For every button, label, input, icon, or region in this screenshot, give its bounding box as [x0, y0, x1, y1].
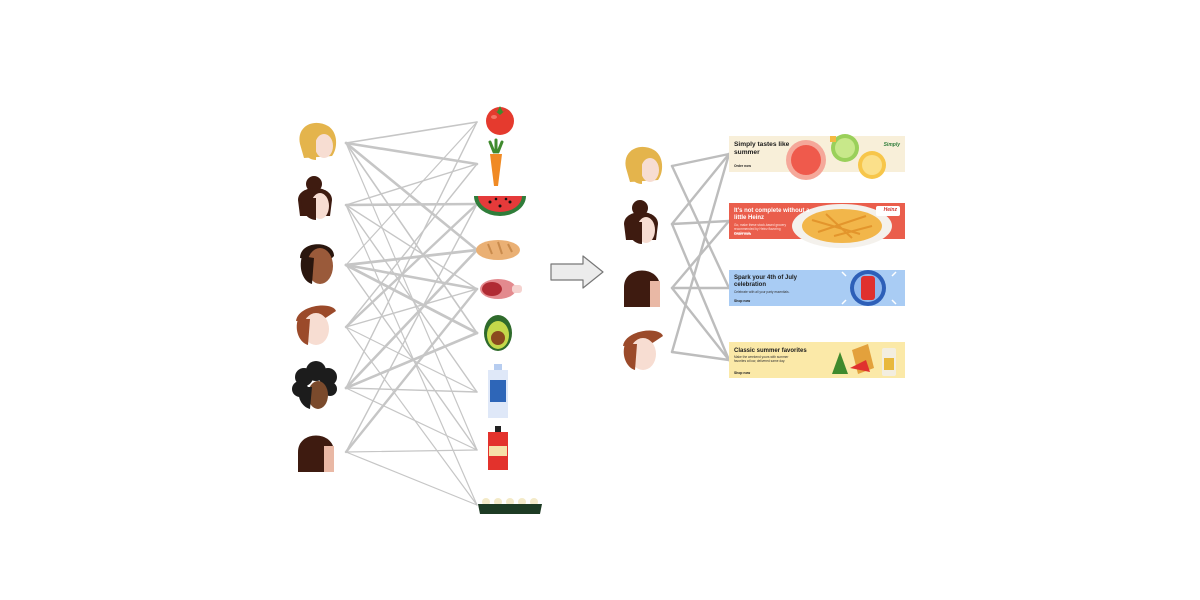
connection-line — [670, 152, 731, 354]
ad-brand-logo: Heinz — [883, 207, 897, 213]
ad-cta-button[interactable]: Order now — [734, 232, 751, 236]
dark-skin-person-icon — [300, 244, 334, 284]
ad-banner-4th-of-july[interactable]: Spark your 4th of July celebration Celeb… — [729, 270, 905, 306]
connection-line — [345, 451, 478, 506]
bun-person-icon — [624, 200, 658, 244]
connection-line — [344, 248, 479, 390]
connection-line — [344, 331, 479, 390]
connection-line — [670, 152, 731, 226]
blonde-person-icon — [625, 146, 663, 184]
connection-line — [345, 142, 478, 334]
connection-line — [670, 219, 731, 226]
connection-line — [670, 164, 731, 290]
milk-bottle-icon — [488, 364, 508, 418]
bun-person-icon — [298, 176, 332, 220]
connection-line — [345, 288, 478, 328]
red-hair-person-icon — [623, 330, 663, 370]
connection-line — [345, 121, 478, 389]
ad-3-artwork — [729, 270, 905, 306]
ad-banner-heinz[interactable]: It's not complete without a little Heinz… — [729, 203, 905, 239]
connection-line — [345, 449, 478, 453]
connection-line — [670, 152, 731, 168]
connection-line — [345, 121, 478, 266]
people-product-connections — [344, 121, 479, 506]
connection-line — [670, 286, 731, 362]
transform-arrow-icon — [550, 255, 604, 289]
connection-line — [345, 203, 478, 453]
connection-line — [344, 141, 479, 252]
connection-line — [344, 248, 479, 267]
connection-line — [670, 222, 731, 362]
carrot-icon — [488, 138, 504, 186]
ad-cta-button[interactable]: Shop now — [734, 299, 751, 303]
connection-line — [345, 121, 478, 144]
ad-banner-simply[interactable]: Simply tastes like summer Order now Simp… — [729, 136, 905, 172]
connection-line — [344, 263, 479, 335]
ham-icon — [480, 279, 522, 299]
ad-subtitle: Make the weekend yours with summer favor… — [734, 355, 789, 363]
ketchup-bottle-icon — [488, 426, 508, 470]
watermelon-icon — [474, 196, 526, 216]
connection-line — [345, 387, 478, 393]
ad-banner-summer-favorites[interactable]: Classic summer favorites Make the weeken… — [729, 342, 905, 378]
egg-carton-icon — [478, 498, 542, 514]
bread-icon — [476, 240, 520, 260]
ad-subtitle: Go, make these stock-based grocery recom… — [734, 223, 787, 235]
ad-brand-logo: Simply — [883, 142, 900, 148]
red-hair-person-icon — [296, 305, 336, 345]
ad-title: Simply tastes like summer — [734, 141, 790, 156]
ad-2-artwork — [729, 203, 905, 248]
connection-line — [670, 350, 731, 362]
connection-line — [345, 163, 478, 328]
blonde-person-icon — [299, 122, 337, 160]
ad-title: Spark your 4th of July celebration — [734, 275, 798, 288]
connection-line — [345, 326, 478, 506]
connection-line — [345, 264, 478, 451]
people-ad-connections — [670, 152, 731, 362]
avocado-icon — [484, 315, 512, 351]
connection-line — [344, 263, 479, 291]
bob-hair-person-icon — [298, 435, 334, 472]
connection-line — [345, 387, 478, 451]
ad-1-artwork — [729, 134, 905, 180]
ad-4-artwork — [729, 342, 905, 378]
connection-line — [344, 141, 479, 166]
bob-hair-person-icon — [624, 270, 660, 307]
ad-subtitle: Celebrate with all your party essentials… — [734, 290, 790, 294]
tomato-icon — [486, 106, 514, 135]
connection-line — [344, 202, 479, 207]
connection-line — [345, 204, 478, 290]
ad-title: Classic summer favorites — [734, 348, 807, 354]
connection-line — [345, 204, 478, 506]
ad-title: It's not complete without a little Heinz — [734, 208, 810, 221]
ad-cta-button[interactable]: Order now — [734, 164, 751, 168]
connection-line — [345, 142, 478, 451]
connection-line — [344, 202, 479, 329]
connection-line — [344, 287, 479, 454]
ad-cta-button[interactable]: Shop now — [734, 371, 751, 375]
curly-hair-person-icon — [292, 361, 337, 409]
connection-line — [345, 163, 478, 206]
